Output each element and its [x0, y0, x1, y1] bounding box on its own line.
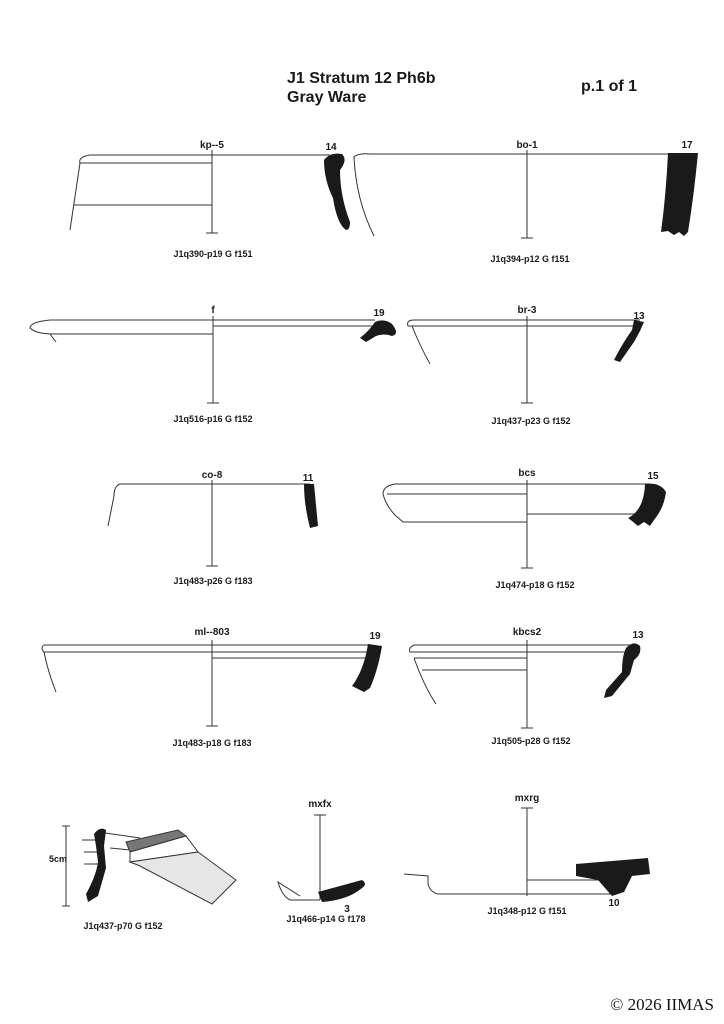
sherd-3-label: J1q516-p16 G f152 — [173, 414, 252, 424]
sherd-4-label: J1q437-p23 G f152 — [491, 416, 570, 426]
sherd-11-drawing — [403, 807, 650, 896]
sherd-2-type: bo-1 — [516, 140, 538, 151]
sherd-11-label: J1q348-p12 G f151 — [487, 906, 566, 916]
sheet-title: J1 Stratum 12 Ph6b — [287, 70, 436, 87]
sherd-10-drawing — [277, 814, 365, 902]
sherd-7-drawing — [41, 640, 382, 727]
sherd-1-type: kp--5 — [200, 140, 224, 151]
scale-label: 5cm — [49, 854, 67, 864]
sherd-7-label: J1q483-p18 G f183 — [172, 738, 251, 748]
sherd-5-type: co-8 — [202, 470, 223, 481]
sherd-11-number: 10 — [608, 898, 620, 909]
sherd-1-drawing — [69, 150, 350, 234]
sherd-1-number: 14 — [325, 142, 337, 153]
sherd-2-number: 17 — [681, 140, 693, 151]
sherd-9-label: J1q437-p70 G f152 — [83, 921, 162, 931]
sherd-6-number: 15 — [647, 471, 659, 482]
ware-subtitle: Gray Ware — [287, 89, 367, 106]
sherd-4-type: br-3 — [518, 305, 537, 316]
sherd-3-drawing — [29, 316, 396, 404]
page-number: p.1 of 1 — [581, 78, 638, 95]
sherd-10-number: 3 — [344, 904, 350, 915]
sherd-8-type: kbcs2 — [513, 627, 542, 638]
sherd-10-type: mxfx — [308, 799, 332, 810]
sherd-2-label: J1q394-p12 G f151 — [490, 254, 569, 264]
sherd-8-drawing — [409, 640, 641, 729]
sherd-8-number: 13 — [632, 630, 644, 641]
sherd-7-number: 19 — [369, 631, 381, 642]
sherd-6-label: J1q474-p18 G f152 — [495, 580, 574, 590]
sherd-5-drawing — [107, 480, 318, 567]
sherd-6-type: bcs — [518, 468, 536, 479]
sherd-9-drawing — [62, 825, 237, 907]
sherd-11-type: mxrg — [515, 793, 539, 804]
sherd-5-label: J1q483-p26 G f183 — [173, 576, 252, 586]
sherd-4-number: 13 — [633, 311, 645, 322]
sherd-5-number: 11 — [303, 473, 314, 484]
sherd-3-number: 19 — [373, 308, 385, 319]
sherd-4-drawing — [407, 316, 644, 404]
copyright-notice: © 2026 IIMAS — [610, 995, 714, 1014]
sherd-10-label: J1q466-p14 G f178 — [286, 914, 365, 924]
sherd-8-label: J1q505-p28 G f152 — [491, 736, 570, 746]
sherd-1-label: J1q390-p19 G f151 — [173, 249, 252, 259]
sherd-6-drawing — [382, 480, 666, 569]
sherd-7-type: ml--803 — [194, 627, 229, 638]
sherd-2-drawing — [353, 150, 698, 239]
sherd-3-type: f — [211, 305, 215, 316]
